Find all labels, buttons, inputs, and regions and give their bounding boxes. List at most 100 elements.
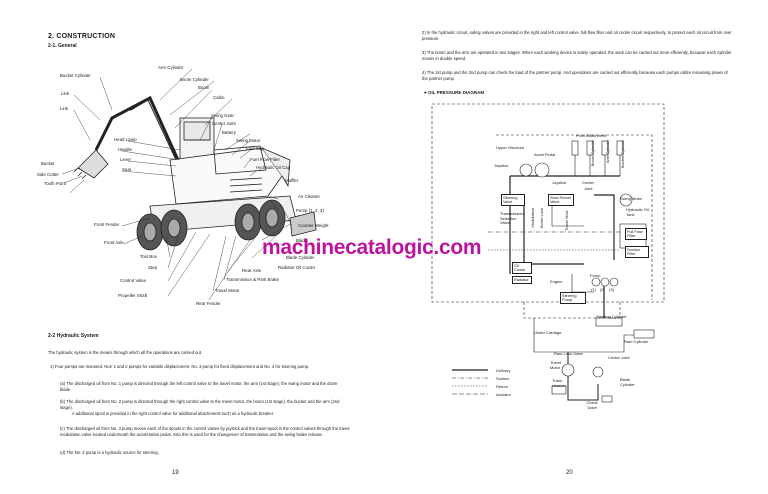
legend-suction: Suction — [496, 376, 510, 381]
d-oil-cooler: Oil Cooler — [512, 262, 532, 275]
hydraulic-system-title: 2-2 Hydraulic System — [48, 333, 99, 339]
label-swing-motor: Swing Motor — [236, 138, 261, 143]
diagram-title-row: ● OIL PRESSURE DIAGRAM — [424, 90, 484, 95]
d-engine: Engine — [550, 279, 563, 284]
label-fuel-flow-filter: Fuel Flow Filter — [250, 157, 281, 162]
d-radiator: Radiator — [512, 276, 532, 284]
label-travel-motor: Travel Motor — [215, 288, 240, 293]
label-arm-cylinder: Arm Cylinder — [158, 65, 184, 70]
label-handle: Handle — [118, 147, 132, 152]
item-a: (a) The discharged oil from No. 1 pump i… — [60, 381, 338, 393]
d-suction-filter: Suction Filter — [625, 246, 649, 259]
label-counter-weight: Counter Weight — [298, 223, 329, 228]
left-page: 2. CONSTRUCTION 2-1. General — [37, 33, 350, 476]
d-front-attachment: Front Attachment — [576, 133, 607, 138]
label-bucket-cylinder: Bucket Cylinder — [60, 73, 91, 78]
page-number-left: 19 — [172, 470, 179, 476]
watermark: machinecatalogic.com — [262, 236, 482, 259]
label-front-fender: Front Fender — [94, 222, 120, 227]
label-transmission: Transmission & Park Brake — [226, 277, 280, 282]
d-joystick-right: Joystick — [552, 180, 567, 185]
label-cabin: Cabin — [213, 95, 225, 100]
label-swing-gear: Swing Gear — [211, 113, 234, 118]
d-joint: Joint — [584, 186, 593, 191]
d-transmission-selection-valve: Transmission Selection Valve — [500, 211, 524, 226]
label-pump: Pump (1, 2, 3) — [296, 208, 324, 213]
label-battery: Battery — [222, 130, 236, 135]
diagram-title: OIL PRESSURE DIAGRAM — [427, 90, 485, 95]
d-center: Center — [582, 180, 595, 185]
label-control-valve: Control Valve — [120, 278, 147, 283]
excavator-illustration — [61, 68, 317, 300]
item-d: (d) The No. 4 pump is a hydraulic source… — [60, 450, 159, 455]
label-side-cutter: Side Cutter — [37, 172, 59, 177]
page-number-right: 20 — [566, 470, 573, 476]
item-c: (c) The discharged oil from No. 3 pump m… — [60, 426, 350, 438]
label-tooth-point: Tooth Point — [44, 181, 66, 186]
d-transmission: Trans mission — [552, 378, 566, 388]
label-lever: Lever — [120, 157, 131, 162]
label-center-joint: Center Joint — [212, 121, 236, 126]
label-link-2: Link — [60, 106, 69, 111]
legend-return: Return — [496, 384, 509, 389]
label-propeller-shaft: Propeller Shaft — [118, 293, 148, 298]
label-boom-cylinder: Boom Cylinder — [180, 77, 209, 82]
label-bucket: Bucket — [41, 161, 55, 166]
item-1: 1) Four pumps are mounted, Nos' 1 and 2 … — [50, 364, 310, 369]
legend-actuator: Actuator — [496, 392, 511, 397]
d-travel-motor: Travel Motor — [550, 360, 561, 370]
d-under-carriage: Under Carriage — [534, 330, 562, 335]
d-check-valve: Check Valve — [586, 400, 598, 410]
label-blade-cylinder: Blade Cylinder — [286, 255, 315, 260]
d-full-flow-filter: Full Flow Filter — [625, 228, 647, 241]
subsection-title: 2-1. General — [48, 43, 77, 49]
d-upper-structure: Upper Structure — [496, 145, 525, 150]
item-b: (b) The discharged oil from No. 2 pump i… — [60, 399, 340, 411]
label-fuel-cap: Fuel Cap — [246, 146, 264, 151]
d-center-joint: Center Joint — [608, 355, 630, 360]
bullet-icon: ● — [424, 90, 427, 95]
right-page: 2) In the hydraulic circuit, safety valv… — [384, 0, 768, 494]
label-front-axle: Front Axle — [104, 240, 124, 245]
d-joystick-left: Joystick — [494, 163, 509, 168]
d-hydraulic-oil-tank: Hydraulic Oil Tank — [626, 207, 649, 217]
item-3: 3) The boom and the arm are operated in … — [422, 50, 732, 62]
d-accel-pedal: Accel Pedal — [534, 152, 556, 157]
d-swing-motor: Swing Motor — [620, 196, 643, 201]
d-arm-cylinder: Arm Cylinder — [605, 140, 610, 164]
section-title: 2. CONSTRUCTION — [48, 33, 116, 40]
label-radiator-oil-cooler: Radiator Oil Cooler — [278, 265, 316, 270]
label-tool-box: Tool Box — [140, 254, 157, 259]
label-link-1: Link — [61, 91, 70, 96]
d-pump-2: (2) — [600, 287, 605, 292]
label-muffler: Muffler — [285, 178, 299, 183]
label-hydraulic-oil-cap: Hydraulic Oil Cap — [256, 165, 291, 170]
d-boom-cylinder: Boom Cylinder — [590, 140, 595, 167]
label-boom: Boom — [198, 85, 210, 90]
item-2: 2) In the hydraulic circuit, safety valv… — [422, 30, 732, 42]
d-steering-cylinder: Steering Cylinder — [596, 314, 627, 319]
legend-delivery: Delivery — [496, 368, 511, 373]
d-ram-cylinder: Ram Cylinder — [624, 339, 649, 344]
d-travel-mod: Travel Mod. — [564, 210, 569, 231]
d-pump-1: (1) — [591, 287, 596, 292]
d-blade-cylinder: Blade Cylinder — [620, 377, 635, 387]
d-pump: Pump — [590, 273, 601, 278]
d-steering-pump: Steering Pump — [560, 292, 586, 305]
d-modulation: Modulation — [530, 208, 535, 228]
hydraulic-intro: The hydraulic system is the means throug… — [48, 350, 203, 355]
d-boom-lock: Boom Lock — [539, 208, 544, 229]
d-steering-valve: Steering Valve — [501, 194, 525, 207]
label-blade: Blade — [296, 238, 308, 243]
label-rear-fender: Rear Fender — [196, 301, 221, 306]
d-pump-3: (3) — [609, 287, 614, 292]
d-slow-return-valve: Slow Return Valve — [548, 194, 574, 207]
d-bucket-cylinder: Bucket Cylinder — [620, 140, 625, 169]
label-step: Step — [148, 265, 158, 270]
item-b-additional: A additional spool is provided in the ri… — [72, 411, 275, 416]
label-rear-axle: Rear Axle — [242, 268, 262, 273]
label-head-lamp: Head Lamp — [114, 137, 137, 142]
label-air-cleaner: Air Cleaner — [298, 194, 320, 199]
d-ram-lock-valve: Ram Lock Valve — [554, 351, 583, 356]
label-seat: Seat — [122, 167, 132, 172]
